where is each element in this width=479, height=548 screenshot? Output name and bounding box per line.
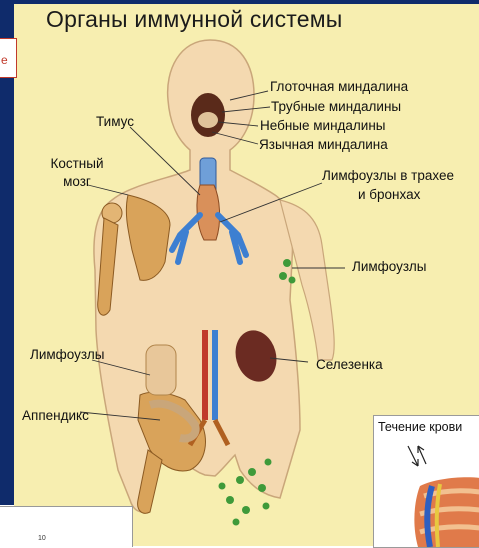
label-pharyngeal-tonsil: Глоточная миндалина bbox=[270, 79, 408, 95]
axillary-node-2 bbox=[279, 272, 287, 280]
abdominal-nodes bbox=[146, 345, 176, 395]
inguinal-node-6 bbox=[263, 503, 270, 510]
label-lymph-nodes-arm: Лимфоузлы bbox=[352, 259, 427, 275]
axillary-node-1 bbox=[283, 259, 291, 267]
inguinal-node-8 bbox=[265, 459, 272, 466]
label-bone-marrow-line1: Костный bbox=[46, 156, 108, 172]
inguinal-node-9 bbox=[219, 483, 226, 490]
inguinal-node-4 bbox=[226, 496, 234, 504]
bottom-left-card bbox=[0, 506, 133, 547]
inguinal-node-1 bbox=[236, 476, 244, 484]
blood-flow-inset: Течение крови bbox=[373, 415, 479, 548]
label-palatine-tonsils: Небные миндалины bbox=[260, 118, 386, 134]
page-number: 10 bbox=[38, 535, 46, 542]
label-tubal-tonsils: Трубные миндалины bbox=[271, 99, 401, 115]
inguinal-node-3 bbox=[258, 484, 266, 492]
axillary-node-3 bbox=[289, 277, 296, 284]
label-lingual-tonsil: Язычная миндалина bbox=[259, 137, 388, 153]
inguinal-node-5 bbox=[242, 506, 250, 514]
label-appendix: Аппендикс bbox=[22, 408, 89, 424]
label-trachea-nodes-line1: Лимфоузлы в трахее bbox=[322, 168, 454, 184]
blood-flow-illustration bbox=[374, 416, 479, 547]
label-trachea-nodes-line2: и бронхах bbox=[358, 187, 420, 203]
inguinal-node-2 bbox=[248, 468, 256, 476]
label-bone-marrow-line2: мозг bbox=[46, 174, 108, 190]
label-spleen: Селезенка bbox=[316, 357, 383, 373]
inguinal-node-7 bbox=[233, 519, 240, 526]
label-lymph-nodes-abdomen: Лимфоузлы bbox=[30, 347, 105, 363]
tonsils bbox=[198, 112, 218, 128]
label-thymus: Тимус bbox=[96, 114, 134, 130]
